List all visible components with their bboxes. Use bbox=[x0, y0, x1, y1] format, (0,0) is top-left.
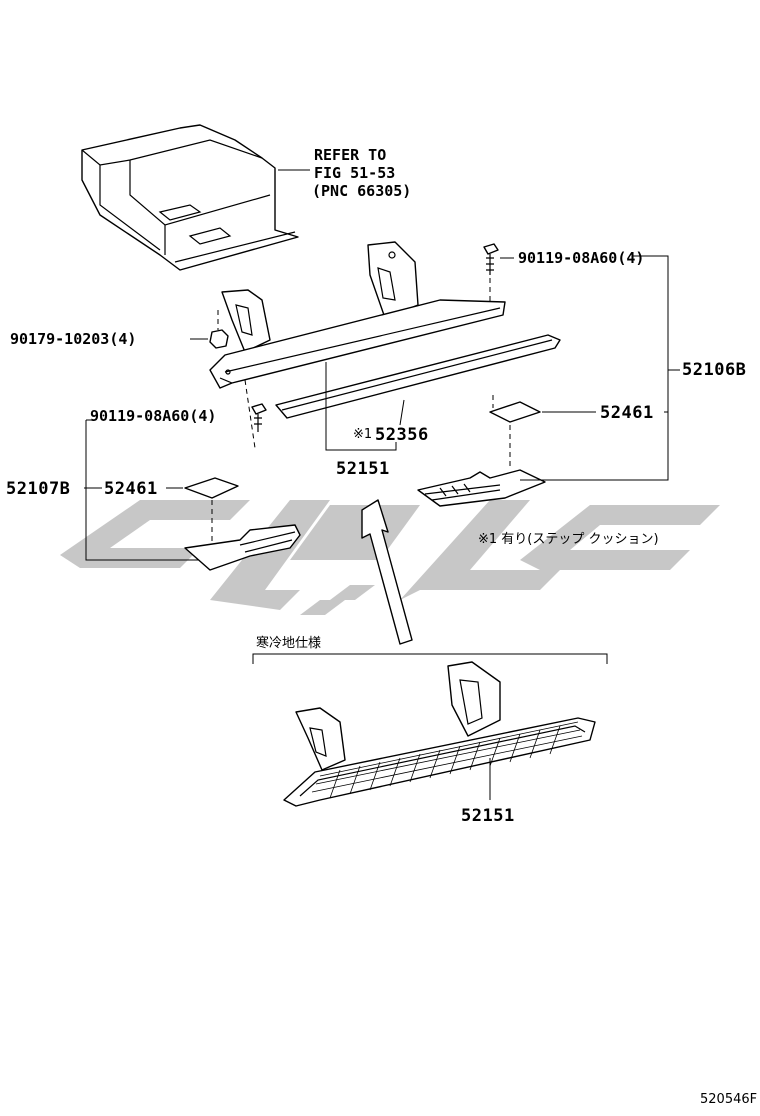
step-bracket-rear bbox=[367, 241, 419, 319]
assy-left-label: 52107B bbox=[6, 479, 70, 499]
figure-code: 520546F bbox=[700, 1092, 757, 1107]
body-floor-panel bbox=[81, 124, 299, 271]
cushion-leader bbox=[399, 399, 405, 426]
pad-left-label: 52461 bbox=[104, 479, 158, 499]
reference-line-3: (PNC 66305) bbox=[312, 182, 411, 200]
cold-climate-label: 寒冷地仕様 bbox=[256, 635, 321, 651]
step-cushion bbox=[275, 334, 561, 419]
reference-line-2: FIG 51-53 bbox=[314, 164, 395, 182]
pad-right bbox=[489, 401, 541, 423]
assy-right-bracket bbox=[520, 255, 669, 481]
cushion-marker: ※1 bbox=[353, 427, 372, 442]
step-label: 52151 bbox=[336, 459, 390, 479]
nut-left-label: 90179-10203(4) bbox=[10, 330, 136, 348]
side-step-left bbox=[184, 524, 301, 571]
cold-step-label: 52151 bbox=[461, 806, 515, 826]
bolt-top-right-label: 90119-08A60(4) bbox=[518, 249, 644, 267]
step-leader bbox=[325, 362, 397, 451]
cold-climate-step bbox=[283, 661, 596, 807]
bolt-top-right bbox=[483, 243, 499, 275]
running-board-step bbox=[209, 299, 506, 389]
footnote-cushion: ※1 有り(ステップ クッション) bbox=[478, 532, 659, 547]
bolt-left-dash bbox=[244, 379, 256, 449]
mesh-grid bbox=[311, 721, 583, 799]
pad-left bbox=[184, 477, 239, 499]
assy-left-bracket bbox=[85, 420, 200, 561]
step-bracket-front bbox=[221, 289, 271, 353]
reference-line-1: REFER TO bbox=[314, 146, 386, 164]
cushion-label: 52356 bbox=[375, 425, 429, 445]
bolt-left bbox=[251, 403, 267, 432]
arrow-up bbox=[361, 499, 413, 645]
side-step-right bbox=[417, 469, 546, 507]
bolt-left-label: 90119-08A60(4) bbox=[90, 407, 216, 425]
pad-right-label: 52461 bbox=[600, 403, 654, 423]
cold-climate-bracket bbox=[252, 653, 608, 664]
assy-right-label: 52106B bbox=[682, 360, 746, 380]
watermark-logo bbox=[60, 500, 720, 615]
nut-left bbox=[209, 329, 229, 349]
